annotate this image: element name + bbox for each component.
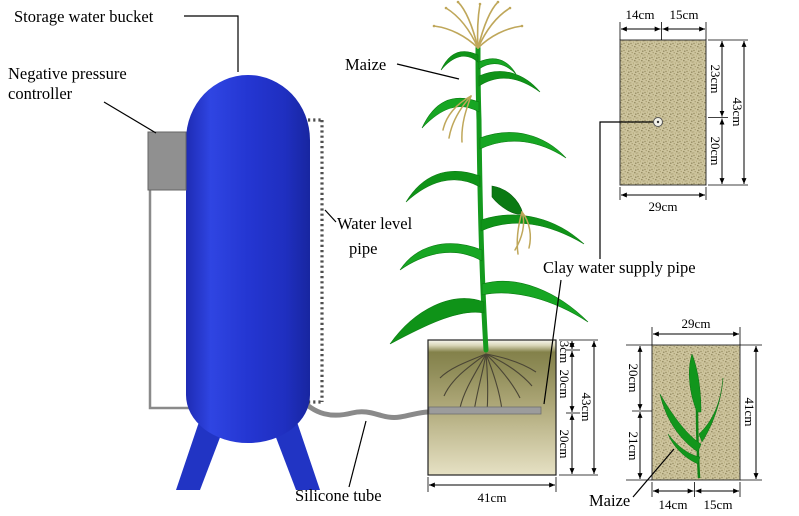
label-maize-seedling: Maize — [589, 491, 630, 510]
label-storage-bucket: Storage water bucket — [14, 7, 154, 26]
clay-water-supply-pipe — [428, 406, 542, 415]
tank-body — [186, 75, 310, 443]
top-view-diagram: 14cm 15cm 23cm 20cm 43cm 29cm — [599, 7, 748, 259]
side-view-diagram: 29cm 20cm 21cm 41cm 14cm 15cm — [626, 316, 762, 512]
dim-topview-height-upper: 23cm — [708, 65, 723, 94]
dim-topview-width-right: 15cm — [670, 7, 699, 22]
leader-maize — [396, 63, 460, 80]
label-water-level-1: Water level — [337, 214, 413, 233]
tank-leg-right — [272, 416, 320, 490]
container-dimensions: 3cm 20cm 20cm 43cm 41cm — [427, 339, 598, 505]
dim-topview-width-total: 29cm — [649, 199, 678, 214]
water-level-pipe — [308, 118, 324, 404]
leader-silicone-tube — [348, 420, 367, 488]
seedling-leaves — [659, 353, 724, 465]
label-negative-pressure-1: Negative pressure — [8, 64, 127, 83]
dim-topview-width-left: 14cm — [626, 7, 655, 22]
label-maize-plant: Maize — [345, 55, 386, 74]
maize-leaves — [389, 51, 589, 345]
label-silicone-tube: Silicone tube — [295, 486, 382, 505]
dim-pot-width: 41cm — [478, 490, 507, 505]
leader-storage-bucket — [184, 15, 239, 72]
dim-pot-lower: 20cm — [557, 430, 572, 459]
silicone-tube — [297, 395, 432, 420]
dim-pot-top-gap: 3cm — [557, 341, 572, 363]
maize-tassel — [433, 1, 523, 49]
maize-ear-silk — [514, 211, 532, 255]
storage-tank — [176, 75, 320, 490]
maize-tassel-tips — [432, 0, 524, 28]
top-view-soil — [619, 39, 707, 186]
maize-seedling — [659, 353, 724, 479]
pipe-hole-center — [656, 120, 660, 124]
leader-clay-pipe — [543, 279, 562, 405]
dim-sideview-height-lower: 21cm — [626, 432, 641, 461]
leader-water-level-pipe — [324, 209, 337, 223]
leader-maize-seedling — [632, 448, 675, 498]
leader-negative-pressure — [103, 101, 157, 134]
tank-leg-left — [176, 416, 224, 490]
container-border — [427, 339, 557, 476]
dim-pot-total-height: 43cm — [579, 393, 594, 422]
maize-silk-left — [442, 95, 472, 143]
label-negative-pressure-2: controller — [8, 84, 73, 103]
negative-pressure-controller-box — [147, 131, 187, 191]
dim-sideview-height-total: 41cm — [742, 398, 757, 427]
maize-plant — [389, 0, 589, 353]
dim-sideview-width-left: 14cm — [659, 497, 688, 512]
leader-clay-pipe-to-hole — [599, 121, 653, 259]
dim-topview-height-lower: 20cm — [708, 137, 723, 166]
dim-pot-upper: 20cm — [557, 370, 572, 399]
label-water-level-2: pipe — [349, 239, 377, 258]
soil-container — [427, 339, 557, 476]
dim-topview-height-total: 43cm — [730, 98, 745, 127]
dim-sideview-height-upper: 20cm — [626, 364, 641, 393]
dim-sideview-width-right: 15cm — [704, 497, 733, 512]
label-clay-pipe: Clay water supply pipe — [543, 258, 696, 277]
maize-roots — [439, 353, 537, 414]
dim-sideview-width-total: 29cm — [682, 316, 711, 331]
maize-ear — [491, 185, 524, 215]
